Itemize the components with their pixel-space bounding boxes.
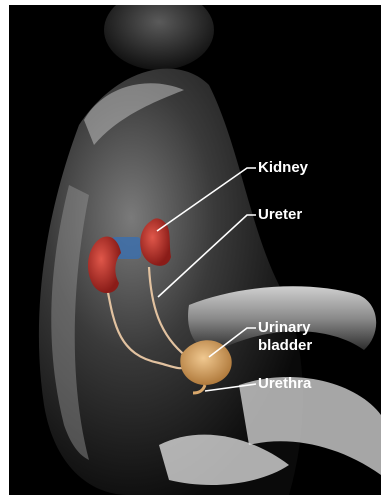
head-shape [104, 5, 214, 70]
body-silhouette [9, 5, 381, 495]
anatomy-illustration: Kidney Ureter Urinary bladder Urethra [9, 5, 381, 495]
ureter-label: Ureter [258, 206, 302, 224]
kidney-label: Kidney [258, 159, 308, 177]
urinary-bladder-label: Urinary bladder [258, 319, 368, 355]
urethra-label: Urethra [258, 375, 311, 393]
